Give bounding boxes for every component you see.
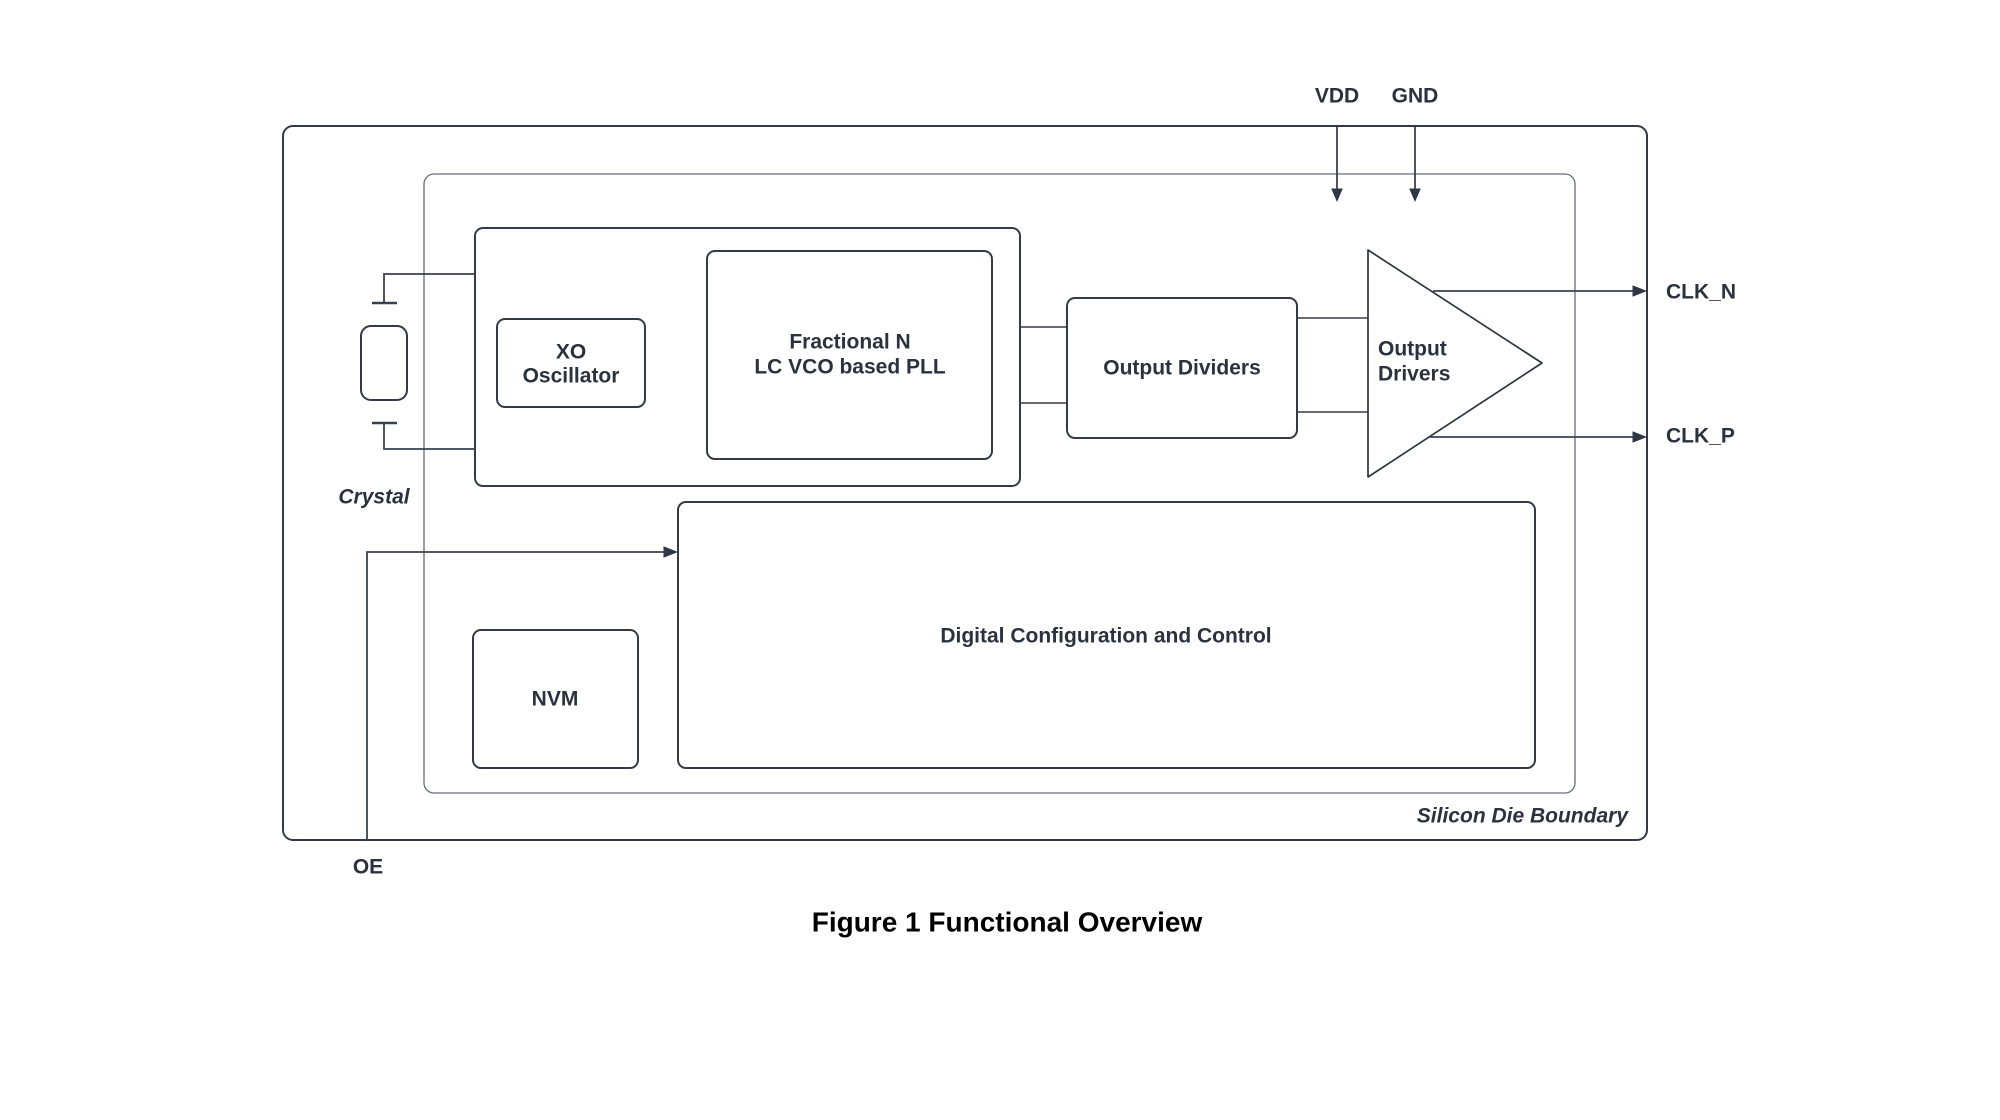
output-dividers-block: [1066, 297, 1298, 439]
oe-arrowhead: [663, 546, 678, 558]
clk-p-label: CLK_P: [1666, 425, 1735, 448]
xo-oscillator-label-line1: XO: [556, 341, 586, 364]
crystal-wire-bottom: [383, 423, 475, 450]
output-dividers-label: Output Dividers: [1103, 357, 1261, 380]
fractional-pll-label-line2: LC VCO based PLL: [754, 356, 946, 379]
fractional-pll-label-line1: Fractional N: [789, 331, 910, 354]
gnd-arrowhead: [1409, 188, 1421, 202]
clk-n-label: CLK_N: [1666, 281, 1736, 304]
output-drivers-label-line1: Output: [1378, 338, 1447, 361]
fractional-pll-block: [706, 250, 993, 460]
oe-arrow-line: [366, 551, 665, 841]
nvm-block: [472, 629, 639, 769]
xo-oscillator-label-line2: Oscillator: [523, 365, 620, 388]
output-drivers-triangle: [1367, 249, 1543, 478]
crystal-body: [360, 325, 408, 401]
figure-caption: Figure 1 Functional Overview: [812, 907, 1203, 938]
crystal-label: Crystal: [338, 486, 410, 509]
vdd-arrowhead: [1331, 188, 1343, 202]
xo-oscillator-block: [496, 318, 646, 408]
digital-config-block: [677, 501, 1536, 769]
crystal-wire-top: [383, 273, 475, 303]
output-drivers-label-line2: Drivers: [1378, 363, 1450, 386]
gnd-label: GND: [1392, 85, 1439, 108]
silicon-die-boundary-label: Silicon Die Boundary: [1417, 805, 1630, 828]
clk-n-arrowhead: [1632, 285, 1647, 297]
silicon-die-boundary-box: [282, 125, 1648, 841]
pll-container-block: [474, 227, 1021, 487]
digital-config-label: Digital Configuration and Control: [940, 625, 1271, 648]
vdd-label: VDD: [1315, 85, 1359, 108]
crystal-symbol: [360, 273, 475, 450]
clk-p-arrowhead: [1632, 431, 1647, 443]
inner-boundary-box: [423, 173, 1576, 794]
oe-label: OE: [353, 856, 383, 879]
nvm-label: NVM: [532, 688, 579, 711]
